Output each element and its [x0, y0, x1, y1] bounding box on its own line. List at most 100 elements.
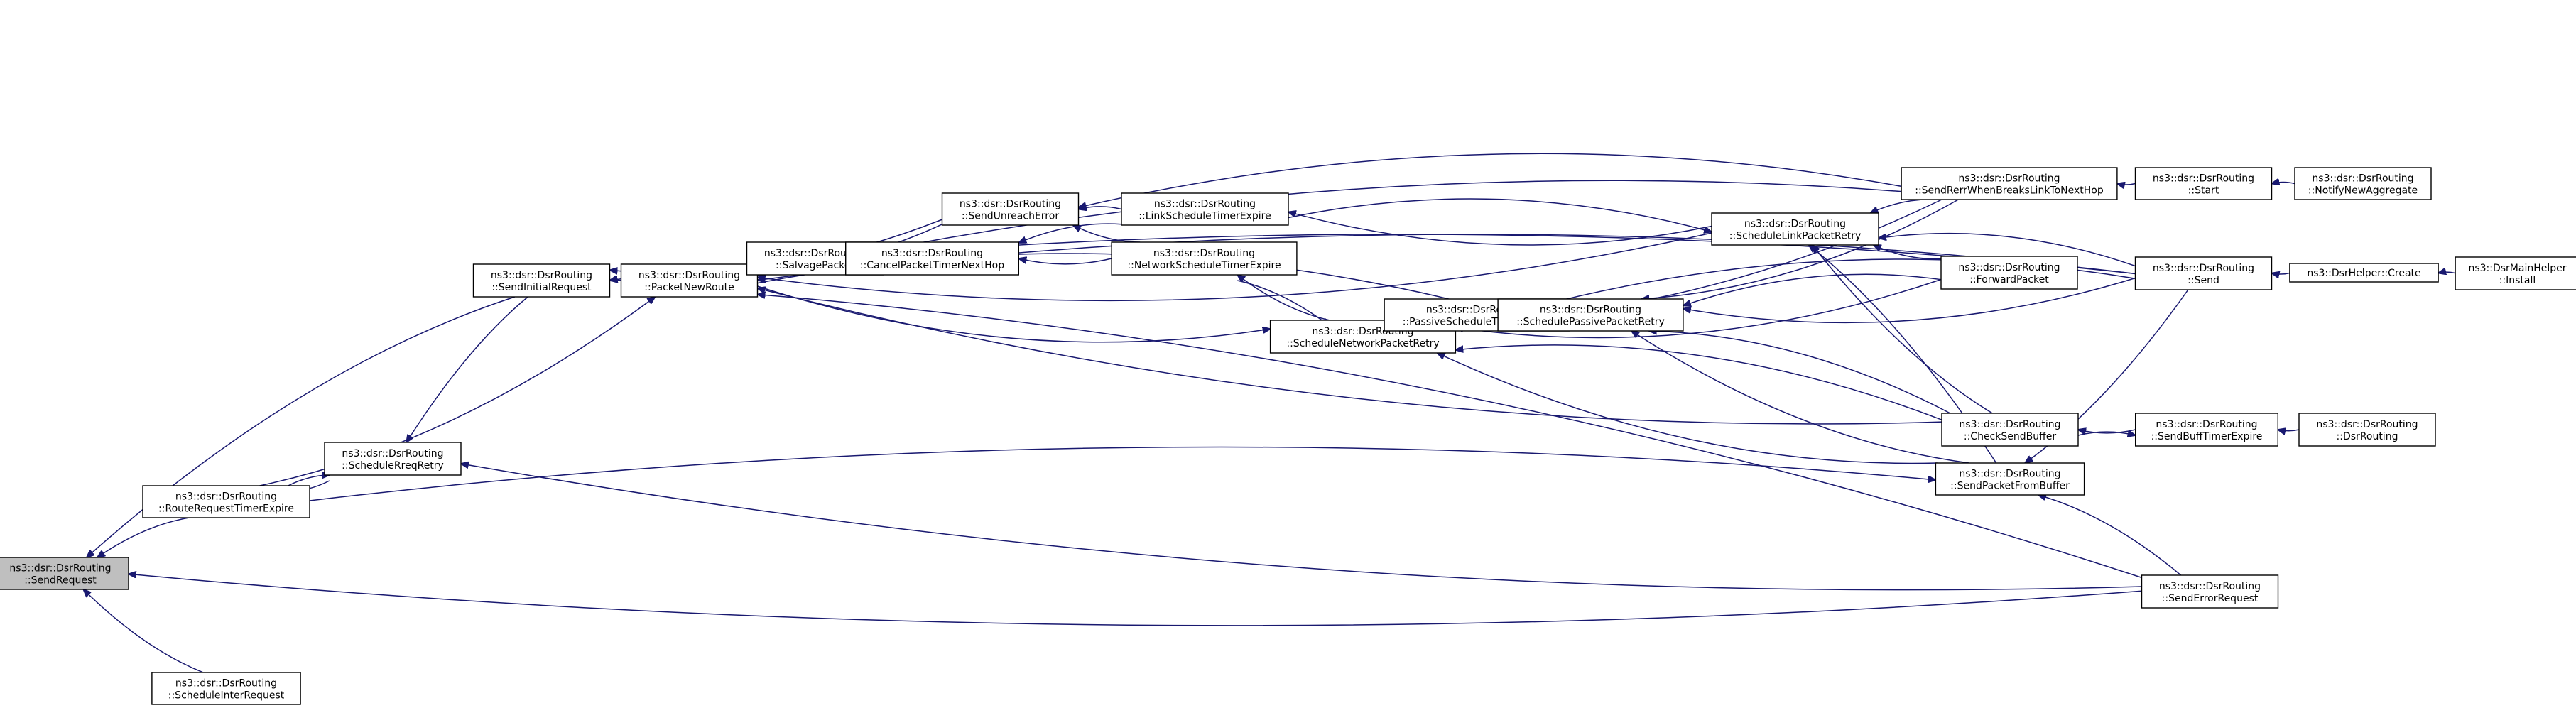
node-label-method: ::Send — [2188, 275, 2219, 286]
edge-Start-to-SendRerrWhenBreaksLinkToNextHop — [2117, 184, 2136, 185]
node-box[interactable] — [2134, 256, 2273, 290]
edge-LinkScheduleTimerExpire-to-SendUnreachError — [1079, 207, 1122, 209]
node-box[interactable] — [2134, 167, 2273, 200]
node-label-method: ::Install — [2499, 275, 2536, 286]
node-send-initial-request[interactable]: ns3::dsr::DsrRouting::SendInitialRequest — [472, 263, 611, 298]
node-forward-packet[interactable]: ns3::dsr::DsrRouting::ForwardPacket — [1940, 256, 2078, 290]
node-box[interactable] — [844, 241, 1019, 276]
edge-SendErrorRequest-to-ScheduleRreqRetry — [461, 464, 2142, 591]
node-schedule-rreq-retry[interactable]: ns3::dsr::DsrRouting::ScheduleRreqRetry — [324, 442, 462, 476]
node-label-namespace: ns3::dsr::DsrRouting — [2312, 173, 2413, 185]
edge-ForwardPacket-to-ScheduleNetworkPacketRetry — [1455, 278, 1942, 339]
edge-SendErrorRequest-to-PacketNewRoute — [758, 295, 2142, 579]
node-send[interactable]: ns3::dsr::DsrRouting::Send — [2134, 256, 2273, 290]
node-send-unreach-error[interactable]: ns3::dsr::DsrRouting::SendUnreachError — [941, 192, 1080, 226]
node-label-method: ::DsrRouting — [2337, 431, 2398, 442]
node-box[interactable] — [1941, 413, 2079, 447]
node-box[interactable] — [1497, 298, 1684, 332]
node-notify-new-aggregate[interactable]: ns3::dsr::DsrRouting::NotifyNewAggregate — [2294, 167, 2432, 200]
node-label-namespace: ns3::dsr::DsrRouting — [1958, 262, 2060, 273]
node-label-method: ::SendRequest — [24, 575, 97, 587]
node-packet-new-route[interactable]: ns3::dsr::DsrRouting::PacketNewRoute — [620, 263, 759, 298]
node-box[interactable] — [0, 557, 129, 590]
node-box[interactable] — [2455, 256, 2576, 290]
node-box[interactable] — [2298, 413, 2436, 447]
edge-DsrMainHelperInstall-to-DsrHelperCreate — [2438, 272, 2456, 273]
node-box[interactable] — [151, 672, 301, 705]
node-label-namespace: ns3::dsr::DsrRouting — [175, 491, 277, 503]
node-send-buff-timer-expire[interactable]: ns3::dsr::DsrRouting::SendBuffTimerExpir… — [2134, 413, 2278, 447]
edge-SendPacketFromBuffer-to-SchedulePassivePacketRetry — [1631, 331, 1969, 464]
edge-ScheduleLinkPacketRetry-to-LinkScheduleTimerExpire — [1288, 212, 1712, 246]
edge-LinkScheduleTimerExpire-to-CancelPacketTimerNextHop — [1018, 223, 1122, 243]
node-send-packet-from-buffer[interactable]: ns3::dsr::DsrRouting::SendPacketFromBuff… — [1935, 462, 2085, 496]
node-dsr-main-helper-install[interactable]: ns3::DsrMainHelper::Install — [2455, 256, 2576, 290]
node-box[interactable] — [324, 442, 462, 476]
node-schedule-passive-packet-retry[interactable]: ns3::dsr::DsrRouting::SchedulePassivePac… — [1497, 298, 1684, 332]
node-label-method: ::SendBuffTimerExpire — [2151, 431, 2263, 442]
edge-Send-to-ScheduleLinkPacketRetry — [1879, 232, 2136, 267]
node-box[interactable] — [2289, 263, 2439, 283]
node-box[interactable] — [1940, 256, 2078, 290]
node-check-send-buffer[interactable]: ns3::dsr::DsrRouting::CheckSendBuffer — [1941, 413, 2079, 447]
node-label-method: ::SchedulePassivePacketRetry — [1516, 317, 1665, 328]
node-label-method: ::ForwardPacket — [1969, 274, 2049, 285]
node-box[interactable] — [1111, 241, 1298, 276]
node-box[interactable] — [620, 263, 759, 298]
node-label-method: ::LinkScheduleTimerExpire — [1138, 211, 1271, 222]
node-label-method: ::NetworkScheduleTimerExpire — [1127, 260, 1281, 271]
node-box[interactable] — [472, 263, 611, 298]
node-box[interactable] — [2141, 574, 2279, 609]
node-cancel-packet-timer-next-hop[interactable]: ns3::dsr::DsrRouting::CancelPacketTimerN… — [844, 241, 1019, 276]
edge-ScheduleInterRequest-to-SendRequest — [83, 589, 204, 673]
node-send-request[interactable]: ns3::dsr::DsrRouting::SendRequest — [0, 557, 129, 590]
edge-Send-to-SendPacketFromBuffer — [2025, 289, 2189, 463]
edge-NetworkScheduleTimerExpire-to-CancelPacketTimerNextHop — [1018, 258, 1112, 265]
node-label-namespace: ns3::dsr::DsrRouting — [491, 270, 592, 281]
node-box[interactable] — [142, 485, 310, 518]
node-label-method: ::SendErrorRequest — [2162, 593, 2259, 604]
node-schedule-inter-request[interactable]: ns3::dsr::DsrRouting::ScheduleInterReque… — [151, 672, 301, 705]
edge-CheckSendBuffer-to-SchedulePassivePacketRetry — [1649, 331, 1951, 414]
node-label-namespace: ns3::dsr::DsrRouting — [1540, 305, 1641, 316]
node-dsr-helper-create[interactable]: ns3::DsrHelper::Create — [2289, 263, 2439, 283]
edge-SendRerrWhenBreaksLinkToNextHop-to-SendUnreachError — [1079, 153, 1902, 207]
node-start[interactable]: ns3::dsr::DsrRouting::Start — [2134, 167, 2273, 200]
node-box[interactable] — [1935, 462, 2085, 496]
edge-SendErrorRequest-to-SendPacketFromBuffer — [2038, 495, 2182, 576]
edge-NetworkScheduleTimerExpire-to-ScheduleNetworkPacketRetry — [1237, 280, 1330, 326]
node-label: ns3::DsrHelper::Create — [2307, 268, 2420, 279]
edge-NotifyNewAggregate-to-Start — [2272, 183, 2295, 184]
node-box[interactable] — [2134, 413, 2278, 447]
node-label-namespace: ns3::dsr::DsrRouting — [2159, 581, 2261, 592]
edge-SendRerrWhenBreaksLinkToNextHop-to-PacketNewRoute — [758, 180, 1902, 276]
edge-LinkScheduleTimerExpire-to-ScheduleLinkPacketRetry — [1288, 198, 1712, 232]
node-label-method: ::SalvagePacket — [776, 260, 854, 271]
node-send-error-request[interactable]: ns3::dsr::DsrRouting::SendErrorRequest — [2141, 574, 2279, 609]
node-box[interactable] — [2294, 167, 2432, 200]
node-label-method: ::ScheduleInterRequest — [168, 690, 285, 702]
node-label-method: ::RouteRequestTimerExpire — [158, 503, 294, 515]
node-box[interactable] — [1711, 212, 1879, 246]
node-route-request-timer-expire[interactable]: ns3::dsr::DsrRouting::RouteRequestTimerE… — [142, 485, 310, 518]
edge-SendRerrWhenBreaksLinkToNextHop-to-ScheduleLinkPacketRetry — [1870, 199, 1935, 213]
node-dsr-routing-ctor[interactable]: ns3::dsr::DsrRouting::DsrRouting — [2298, 413, 2436, 447]
node-schedule-link-packet-retry[interactable]: ns3::dsr::DsrRouting::ScheduleLinkPacket… — [1711, 212, 1879, 246]
edge-Send-to-SchedulePassivePacketRetry — [1683, 277, 2136, 324]
edge-CheckSendBuffer-to-PacketNewRoute — [758, 288, 1942, 425]
node-label-method: ::SendPacketFromBuffer — [1950, 481, 2070, 492]
node-label-namespace: ns3::dsr::DsrRouting — [9, 563, 111, 574]
node-box[interactable] — [941, 192, 1080, 226]
node-label-method: ::ScheduleNetworkPacketRetry — [1286, 338, 1439, 349]
node-send-rerr-when-breaks-link-to-next-hop[interactable]: ns3::dsr::DsrRouting::SendRerrWhenBreaks… — [1901, 167, 2118, 200]
node-label-namespace: ns3::dsr::DsrRouting — [2153, 173, 2254, 185]
node-label-namespace: ns3::dsr::DsrRouting — [1958, 173, 2060, 185]
node-box[interactable] — [1901, 167, 2118, 200]
node-label-namespace: ns3::dsr::DsrRouting — [1744, 219, 1846, 230]
node-network-schedule-timer-expire[interactable]: ns3::dsr::DsrRouting::NetworkScheduleTim… — [1111, 241, 1298, 276]
node-link-schedule-timer-expire[interactable]: ns3::dsr::DsrRouting::LinkScheduleTimerE… — [1121, 192, 1289, 226]
node-label-method: ::Start — [2188, 185, 2219, 197]
edge-PacketNewRoute-to-ScheduleNetworkPacketRetry — [757, 285, 1271, 343]
node-box[interactable] — [1121, 192, 1289, 226]
